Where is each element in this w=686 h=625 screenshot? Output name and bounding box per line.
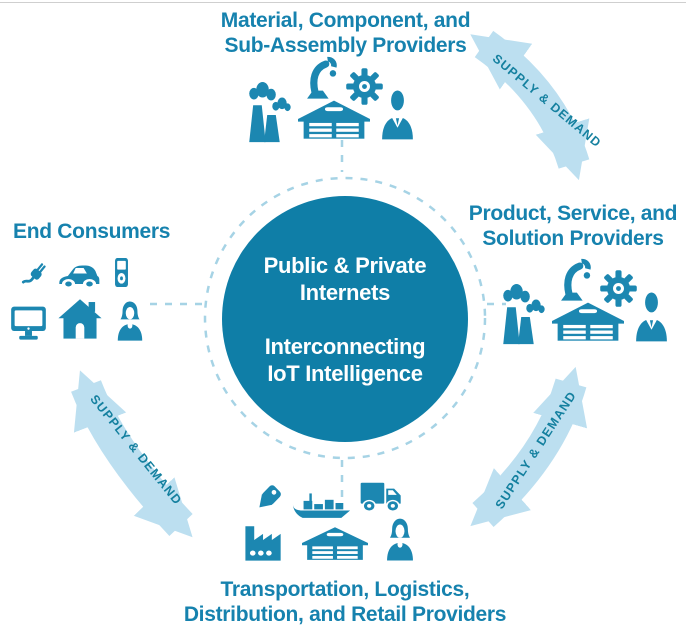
title-line: Product, Service, and bbox=[468, 202, 678, 225]
power-plug-icon bbox=[18, 257, 53, 293]
car-icon bbox=[58, 258, 100, 290]
supply-demand-arrow-bottom-right bbox=[470, 366, 588, 528]
center-text-line: Public & Private bbox=[263, 252, 427, 278]
center-circle-block-internets: Public & Private Internets bbox=[264, 252, 427, 306]
title-line: Distribution, and Retail Providers bbox=[183, 603, 507, 625]
businessman-icon bbox=[377, 88, 418, 141]
cargo-ship-icon bbox=[290, 486, 352, 520]
arrow-band bbox=[470, 30, 590, 181]
product-providers-title: Product, Service, and Solution Providers bbox=[462, 201, 684, 251]
transport-providers-title: Transportation, Logistics, Distribution,… bbox=[153, 577, 537, 625]
end-consumers-title: End Consumers bbox=[13, 220, 171, 243]
material-providers-icons bbox=[243, 54, 433, 149]
media-player-icon bbox=[110, 257, 133, 288]
center-text-line: IoT Intelligence bbox=[267, 360, 423, 386]
woman-icon bbox=[382, 515, 418, 562]
warehouse-icon bbox=[302, 525, 368, 561]
robot-arm-icon bbox=[551, 256, 597, 302]
supply-demand-arrow-bottom-left bbox=[71, 370, 193, 538]
arrow-band bbox=[470, 366, 588, 528]
woman-icon bbox=[113, 298, 147, 342]
computer-monitor-icon bbox=[10, 303, 47, 342]
dashed-ring bbox=[203, 176, 487, 460]
product-providers-icons bbox=[497, 256, 686, 351]
transport-providers-icons bbox=[240, 474, 422, 566]
warehouse-icon bbox=[552, 300, 624, 342]
robot-arm-icon bbox=[297, 54, 343, 100]
page-rule-line bbox=[0, 2, 686, 3]
title-line: Sub-Assembly Providers bbox=[224, 34, 467, 57]
end-consumers-icons bbox=[10, 255, 150, 347]
title-line: Transportation, Logistics, bbox=[220, 578, 470, 601]
center-text-line: Interconnecting bbox=[264, 333, 426, 359]
price-tag-icon bbox=[252, 481, 285, 515]
supply-demand-arrow-top-right bbox=[470, 30, 590, 181]
delivery-truck-icon bbox=[360, 477, 402, 514]
house-icon bbox=[57, 295, 103, 340]
warehouse-icon bbox=[298, 98, 370, 140]
smokestack-factory-icon bbox=[243, 82, 293, 144]
title-line: Solution Providers bbox=[482, 227, 664, 250]
center-circle: Public & Private Internets Interconnecti… bbox=[222, 196, 468, 442]
material-providers-title: Material, Component, and Sub-Assembly Pr… bbox=[173, 8, 518, 58]
factory-icon bbox=[241, 518, 288, 562]
title-line: Material, Component, and bbox=[220, 9, 471, 32]
center-circle-block-iot: Interconnecting IoT Intelligence bbox=[265, 333, 426, 387]
center-text-line: Internets bbox=[299, 279, 391, 305]
businessman-icon bbox=[631, 290, 672, 343]
arrow-band bbox=[71, 370, 193, 538]
smokestack-factory-icon bbox=[497, 284, 547, 346]
